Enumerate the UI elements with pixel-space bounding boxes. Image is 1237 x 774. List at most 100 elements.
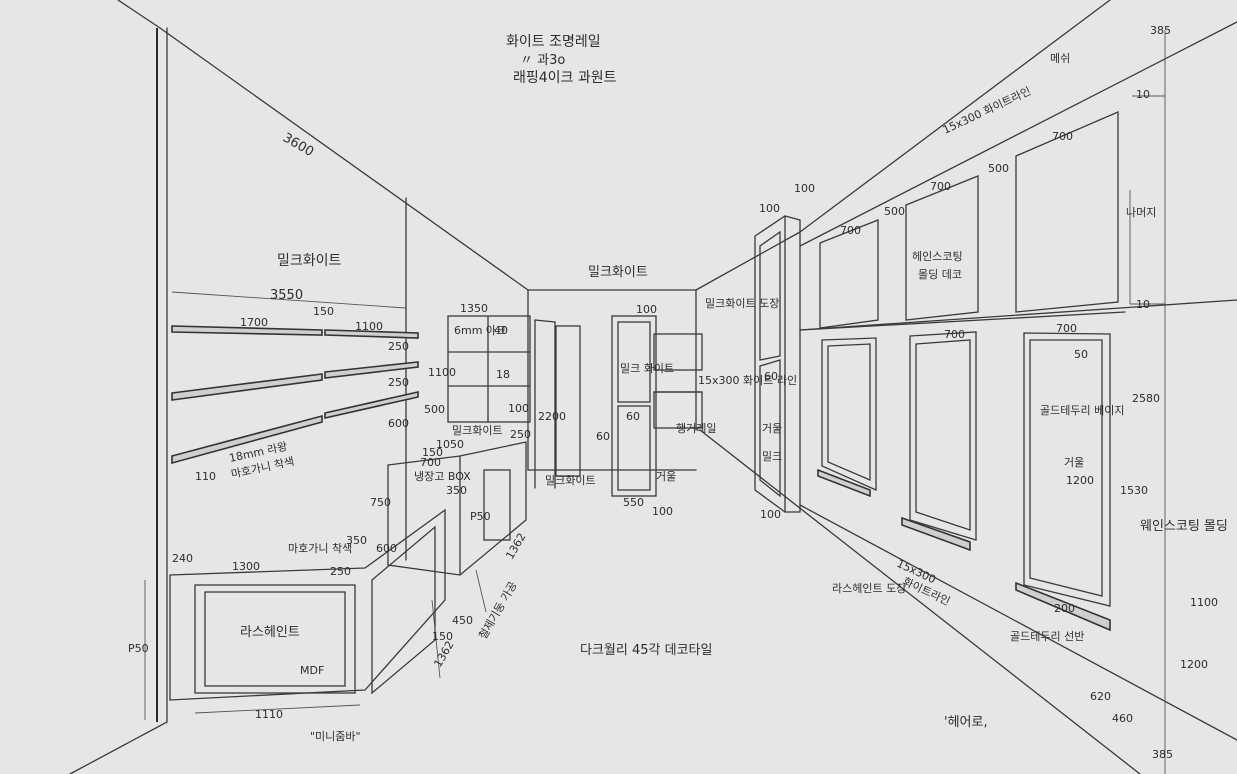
left-dim-40: 40 bbox=[494, 324, 508, 337]
back-dim-100a: 100 bbox=[636, 303, 657, 316]
right-wall-column bbox=[754, 215, 801, 513]
counter-dim-750: 750 bbox=[370, 496, 391, 509]
left-dim-100: 100 bbox=[508, 402, 529, 415]
signature: '헤어로, bbox=[944, 715, 988, 730]
left-wall-color: 밀크화이트 bbox=[277, 253, 342, 269]
back-hanger: 행거레일 bbox=[676, 421, 716, 435]
right-dim-200: 200 bbox=[1054, 602, 1075, 615]
right-dim-700e: 700 bbox=[944, 328, 965, 341]
right-height-label: 나머지 bbox=[1126, 206, 1156, 219]
right-dim-385-bottom: 385 bbox=[1152, 748, 1173, 761]
right-mirror-label: 거울 bbox=[1064, 456, 1084, 469]
ceiling-note-2: 〃 과3o bbox=[520, 53, 565, 68]
counter-box-label: 냉장고 BOX bbox=[414, 470, 471, 483]
floor-label: 다크월리 45각 데코타일 bbox=[580, 643, 712, 658]
counter-mahogany: 마호가니 착색 bbox=[288, 542, 352, 555]
right-mesh: 메쉬 bbox=[1050, 52, 1070, 65]
perspective-structure bbox=[69, 0, 1237, 774]
ceiling-note-1: 화이트 조명레일 bbox=[506, 34, 601, 50]
right-panel-note-2: 몰딩 데코 bbox=[918, 268, 962, 281]
left-dim-1100: 1100 bbox=[428, 366, 456, 379]
right-dim-500b: 500 bbox=[884, 205, 905, 218]
counter bbox=[169, 441, 527, 701]
right-dim-700a: 700 bbox=[1052, 130, 1073, 143]
right-hinge: 거울 bbox=[762, 422, 782, 435]
counter-color-label: 밀크화이트 bbox=[452, 424, 503, 437]
right-wall-panels bbox=[817, 111, 1119, 632]
right-dim-1100: 1100 bbox=[1190, 596, 1218, 609]
right-dim-60: 60 bbox=[764, 370, 778, 383]
right-dim-50: 50 bbox=[1074, 348, 1088, 361]
ceiling-note-3: 래핑4이크 과원트 bbox=[513, 70, 617, 86]
counter-dim-1300: 1300 bbox=[232, 560, 260, 573]
right-dim-700c: 700 bbox=[840, 224, 861, 237]
back-dim-550: 550 bbox=[623, 496, 644, 509]
back-cab-label: 6mm 아크 bbox=[454, 324, 506, 337]
back-milk-white-1: 밀크 화이트 bbox=[620, 362, 674, 375]
back-dim-60b: 60 bbox=[626, 410, 640, 423]
counter-dim-700: 700 bbox=[420, 456, 441, 469]
left-dim-500: 500 bbox=[424, 403, 445, 416]
counter-dim-1362b: 1362 bbox=[431, 639, 456, 670]
back-label-2: 밀크화이트 bbox=[545, 474, 596, 487]
right-dim-10b: 10 bbox=[1136, 298, 1150, 311]
right-dim-500a: 500 bbox=[988, 162, 1009, 175]
shelf-gap-2: 250 bbox=[388, 376, 409, 389]
counter-floor-side: 철제기둥 가공 bbox=[476, 579, 519, 641]
left-height-950: P50 bbox=[128, 642, 149, 655]
counter-dim-250: 250 bbox=[510, 428, 531, 441]
back-mirror: 거울 bbox=[656, 470, 676, 483]
back-color-label: 밀크화이트 bbox=[588, 265, 648, 280]
right-dim-100-top: 100 bbox=[794, 182, 815, 195]
counter-dim-350b: 350 bbox=[346, 534, 367, 547]
counter-dim-350: 350 bbox=[446, 484, 467, 497]
right-dim-460: 460 bbox=[1112, 712, 1133, 725]
right-dim-1530: 1530 bbox=[1120, 484, 1148, 497]
counter-mini: MDF bbox=[300, 664, 324, 677]
shelf-gap-3: 600 bbox=[388, 417, 409, 430]
right-dim-700d: 700 bbox=[1056, 322, 1077, 335]
right-dim-100-bot: 100 bbox=[760, 508, 781, 521]
counter-dim-1050: 1050 bbox=[436, 438, 464, 451]
counter-dim-1110: 1110 bbox=[255, 708, 283, 721]
right-mirror-dim: 1200 bbox=[1066, 474, 1094, 487]
counter-dim-950: P50 bbox=[470, 510, 491, 523]
shelf-dim-2: 150 bbox=[313, 305, 334, 318]
left-wall-shelves bbox=[171, 291, 419, 465]
right-frame-note: 골드테두리 선반 bbox=[1010, 630, 1084, 643]
right-dim-385-top: 385 bbox=[1150, 24, 1171, 37]
counter-front-label: 라스헤인트 bbox=[240, 625, 300, 640]
right-floor-paint: 라스헤인트 도장 bbox=[832, 582, 906, 595]
shelf-dim-3: 1100 bbox=[355, 320, 383, 333]
counter-dim-250b: 250 bbox=[330, 565, 351, 578]
back-dim-2200: 2200 bbox=[538, 410, 566, 423]
back-panel-note: 15x300 화이트 라인 bbox=[698, 374, 797, 387]
shelf-gap-1: 250 bbox=[388, 340, 409, 353]
right-dim-1200: 1200 bbox=[1180, 658, 1208, 671]
counter-dim-150b: 150 bbox=[432, 630, 453, 643]
right-wainscot: 웨인스코팅 몰딩 bbox=[1140, 519, 1228, 534]
back-cabinets bbox=[447, 315, 703, 497]
shelf-offset: 110 bbox=[195, 470, 216, 483]
left-dim-18: 18 bbox=[496, 368, 510, 381]
counter-dim-600: 600 bbox=[376, 542, 397, 555]
counter-note-bottom: "미니줌바" bbox=[310, 730, 361, 743]
leaders bbox=[144, 95, 1165, 720]
back-dim-1350: 1350 bbox=[460, 302, 488, 315]
back-dim-100c: 100 bbox=[652, 505, 673, 518]
counter-dim-450: 450 bbox=[452, 614, 473, 627]
right-dim-620: 620 bbox=[1090, 690, 1111, 703]
right-dim-700b: 700 bbox=[930, 180, 951, 193]
right-mirror-note: 골드테두리 베이지 bbox=[1040, 404, 1124, 417]
right-milk-label: 밀크 bbox=[762, 450, 782, 463]
right-dim-10a: 10 bbox=[1136, 88, 1150, 101]
shelf-dim-1: 1700 bbox=[240, 316, 268, 329]
right-dim-100-top2: 100 bbox=[759, 202, 780, 215]
left-dim-width: 3550 bbox=[270, 288, 303, 303]
back-dim-60a: 60 bbox=[596, 430, 610, 443]
right-panel-note-1: 헤인스코팅 bbox=[912, 250, 963, 263]
left-dim-240: 240 bbox=[172, 552, 193, 565]
right-dim-2580: 2580 bbox=[1132, 392, 1160, 405]
counter-dim-150: 150 bbox=[422, 446, 443, 459]
